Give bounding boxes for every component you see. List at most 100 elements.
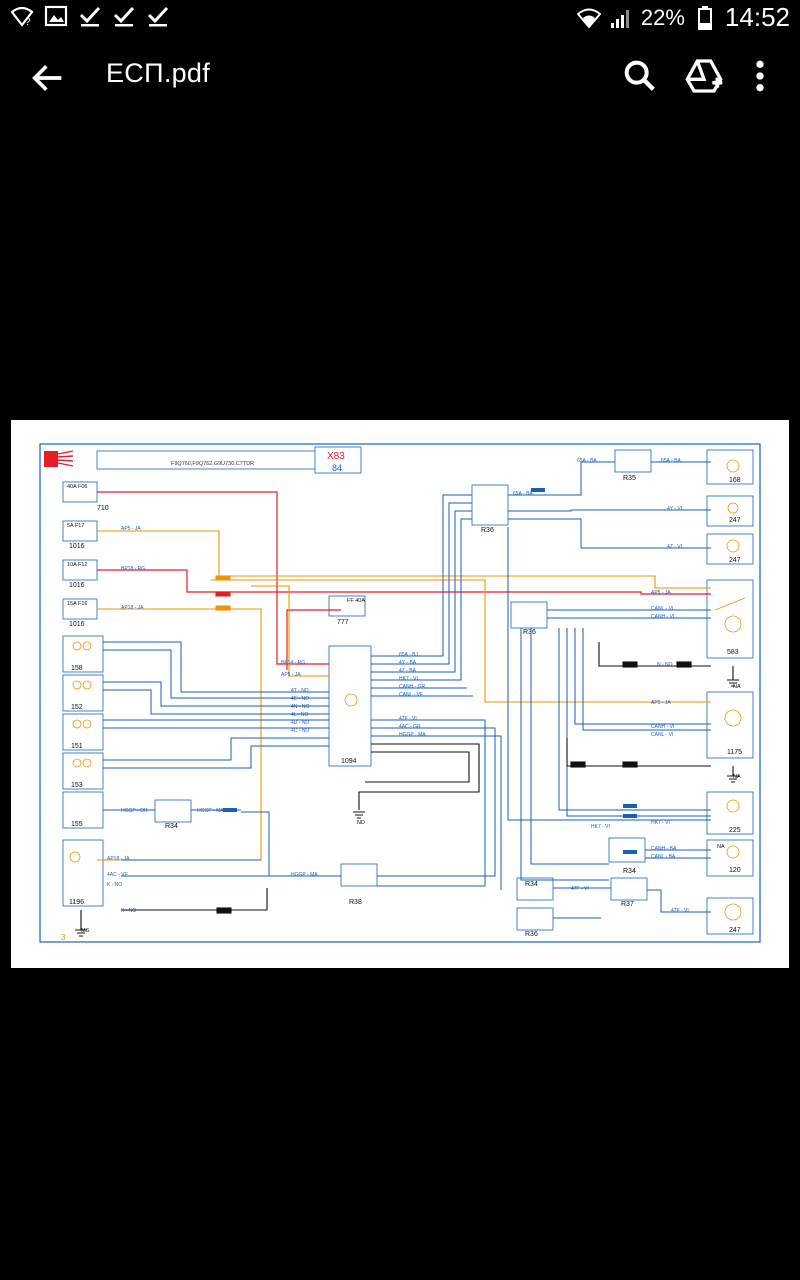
svg-text:R36: R36 [481, 527, 494, 534]
svg-text:151: 151 [71, 743, 83, 750]
svg-text:120: 120 [729, 867, 741, 874]
battery-icon [697, 5, 712, 30]
signal-icon [610, 9, 629, 28]
svg-text:710: 710 [97, 505, 109, 512]
svg-text:4E - NO: 4E - NO [291, 696, 309, 702]
svg-text:247: 247 [729, 517, 741, 524]
svg-text:4N - NO: 4N - NO [291, 704, 309, 710]
svg-text:168: 168 [729, 477, 741, 484]
svg-text:10A F12: 10A F12 [67, 562, 88, 568]
svg-text:FF 40A: FF 40A [347, 598, 365, 604]
svg-text:65A - BA: 65A - BA [577, 458, 597, 464]
clock: 14:52 [724, 2, 790, 32]
svg-text:?: ? [25, 17, 31, 28]
svg-text:BP14 - RG: BP14 - RG [281, 660, 305, 666]
header-sub: 84 [332, 463, 342, 473]
svg-text:1196: 1196 [69, 899, 84, 906]
wifi-question-icon: ? [10, 6, 34, 28]
svg-text:4Y - BA: 4Y - BA [399, 660, 417, 666]
svg-text:R36: R36 [523, 629, 536, 636]
search-icon[interactable] [620, 56, 660, 96]
svg-text:R38: R38 [349, 899, 362, 906]
svg-text:1175: 1175 [727, 749, 742, 756]
svg-text:CANL - VI: CANL - VI [651, 732, 673, 738]
svg-text:BP18 - RG: BP18 - RG [121, 566, 145, 572]
svg-text:4C - NO: 4C - NO [291, 728, 309, 734]
svg-text:HK7 - VI: HK7 - VI [591, 824, 610, 830]
svg-text:NA: NA [717, 844, 725, 850]
drive-add-icon[interactable] [684, 56, 724, 96]
svg-text:1094: 1094 [341, 758, 357, 765]
svg-text:NA: NA [733, 774, 741, 780]
svg-text:R34: R34 [525, 881, 538, 888]
wiring-diagram: F9Q760,F9Q762,G9U730,C7TDR X83 84 [39, 443, 761, 943]
arrow-back-icon[interactable] [28, 58, 68, 98]
svg-text:4Z - VI: 4Z - VI [667, 544, 682, 550]
svg-text:40A F06: 40A F06 [67, 484, 88, 490]
header-caption: F9Q760,F9Q762,G9U730,C7TDR [171, 461, 254, 467]
more-vert-icon[interactable] [740, 56, 780, 96]
svg-text:4D - NO: 4D - NO [291, 720, 309, 726]
status-bar: ? 22% 14:52 [0, 0, 800, 34]
svg-text:AP18 - JA: AP18 - JA [121, 605, 144, 611]
svg-text:1016: 1016 [69, 621, 85, 628]
svg-text:65A - BA: 65A - BA [513, 491, 533, 497]
svg-text:5A F17: 5A F17 [67, 523, 84, 529]
svg-text:15A F16: 15A F16 [67, 601, 88, 607]
svg-text:47F - VI: 47F - VI [571, 886, 589, 892]
svg-text:247: 247 [729, 557, 741, 564]
svg-text:HK7 - VI: HK7 - VI [651, 820, 670, 826]
svg-text:AP18 - JA: AP18 - JA [107, 856, 130, 862]
svg-text:NA: NA [733, 684, 741, 690]
svg-text:152: 152 [71, 704, 83, 711]
svg-text:R35: R35 [623, 475, 636, 482]
svg-text:47F - VI: 47F - VI [399, 716, 417, 722]
svg-text:CANL - VI: CANL - VI [651, 606, 673, 612]
svg-text:MS: MS [81, 928, 90, 934]
app-bar: ЕСП.pdf [0, 34, 800, 120]
svg-text:1016: 1016 [69, 582, 85, 589]
svg-text:AP5 - JA: AP5 - JA [121, 526, 141, 532]
svg-text:CANH - VI: CANH - VI [651, 724, 674, 730]
check-icon [147, 6, 169, 27]
svg-text:R34: R34 [165, 823, 178, 830]
svg-text:N - NO: N - NO [657, 662, 673, 668]
svg-text:CANL - VE: CANL - VE [399, 692, 424, 698]
svg-text:1016: 1016 [69, 543, 85, 550]
svg-text:65A - BJ: 65A - BJ [399, 652, 418, 658]
svg-text:R34: R34 [623, 868, 636, 875]
check-icon [79, 6, 101, 27]
svg-text:CANH - BA: CANH - BA [651, 846, 677, 852]
svg-text:CANH - GR: CANH - GR [399, 684, 426, 690]
svg-text:R37: R37 [621, 901, 634, 908]
svg-text:4Z - BA: 4Z - BA [399, 668, 417, 674]
svg-text:ND: ND [357, 820, 365, 826]
wifi-icon [576, 8, 601, 29]
svg-text:HGGP - MA: HGGP - MA [197, 808, 224, 814]
battery-percent: 22% [640, 4, 685, 30]
svg-text:4AC - GR: 4AC - GR [399, 724, 421, 730]
svg-text:4Y - VI: 4Y - VI [667, 506, 682, 512]
svg-text:HGGP - MA: HGGP - MA [399, 732, 426, 738]
svg-text:HGGP - OR: HGGP - OR [121, 808, 148, 814]
svg-text:CANH - VI: CANH - VI [651, 614, 674, 620]
svg-text:158: 158 [71, 665, 83, 672]
svg-text:247: 247 [729, 927, 741, 934]
document-title: ЕСП.pdf [106, 58, 211, 88]
header-code: X83 [327, 451, 345, 462]
svg-text:AP5 - JA: AP5 - JA [281, 672, 301, 678]
gallery-icon [44, 5, 68, 27]
svg-text:HK7 - VI: HK7 - VI [399, 676, 418, 682]
svg-text:K - NO: K - NO [107, 882, 122, 888]
svg-text:153: 153 [71, 782, 83, 789]
svg-text:4L - NO: 4L - NO [291, 712, 308, 718]
svg-text:HGGP - MA: HGGP - MA [291, 872, 318, 878]
svg-text:K - NO: K - NO [121, 908, 136, 914]
svg-text:AP5 - JA: AP5 - JA [651, 590, 671, 596]
svg-text:R36: R36 [525, 931, 538, 938]
svg-text:CANL - BA: CANL - BA [651, 854, 676, 860]
svg-text:4AC - VE: 4AC - VE [107, 872, 129, 878]
pdf-page[interactable]: F9Q760,F9Q762,G9U730,C7TDR X83 84 [11, 420, 789, 968]
svg-text:4T - NO: 4T - NO [291, 688, 309, 694]
page-footer: 3 [61, 933, 66, 942]
